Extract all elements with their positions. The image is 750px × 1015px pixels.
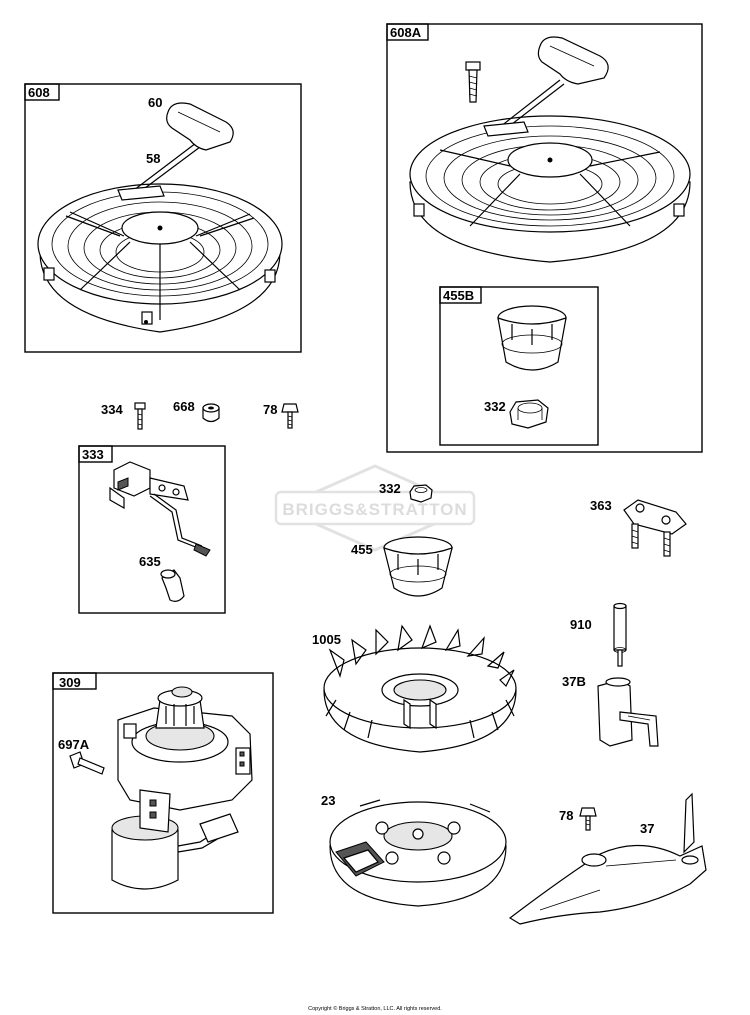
group-455B: 455B 332	[439, 286, 599, 446]
watermark-text: BRIGGS&STRATTON	[282, 500, 467, 519]
screw-78-lower	[579, 807, 597, 831]
air-vane-37	[508, 792, 707, 925]
part-label-455[interactable]: 455	[351, 542, 373, 557]
group-309-tag-box	[52, 672, 97, 690]
flywheel-23	[329, 799, 507, 907]
part-label-332-in-455B[interactable]: 332	[484, 399, 506, 414]
spacer-668	[202, 403, 220, 423]
group-309-tag: 309	[59, 675, 81, 690]
part-label-60[interactable]: 60	[148, 95, 162, 110]
part-label-78-upper[interactable]: 78	[263, 402, 277, 417]
part-label-334[interactable]: 334	[101, 402, 123, 417]
part-label-37B[interactable]: 37B	[562, 674, 586, 689]
group-608-tag-box	[24, 83, 60, 101]
part-label-363[interactable]: 363	[590, 498, 612, 513]
part-label-910[interactable]: 910	[570, 617, 592, 632]
bracket-37B	[597, 677, 659, 747]
part-label-697A[interactable]: 697A	[58, 737, 90, 752]
group-608: 608 60 58	[24, 83, 302, 353]
group-333-tag: 333	[82, 447, 104, 462]
rope-guide	[117, 185, 165, 201]
group-608A: 608A	[386, 23, 703, 453]
bracket-363	[623, 499, 687, 557]
screw-78-upper	[281, 403, 299, 429]
spark-plug-wire	[149, 495, 199, 549]
bolt-334	[134, 402, 146, 430]
nut-332	[409, 484, 433, 503]
part-label-78-lower[interactable]: 78	[559, 808, 573, 823]
group-333-tag-box	[78, 445, 113, 463]
group-333: 333 635	[78, 445, 226, 614]
starter-handle-608A	[537, 36, 609, 85]
group-608A-tag-box	[386, 23, 429, 41]
starter-cup	[497, 305, 567, 371]
part-label-23[interactable]: 23	[321, 793, 335, 808]
copyright-notice: Copyright © Briggs & Stratton, LLC. All …	[308, 1005, 442, 1012]
part-label-668[interactable]: 668	[173, 399, 195, 414]
part-label-635[interactable]: 635	[139, 554, 161, 569]
spark-plug-boot-635	[160, 569, 185, 602]
briggs-logo-watermark: BRIGGS&STRATTON	[274, 464, 476, 552]
group-608-frame	[24, 83, 302, 353]
spacer-910	[613, 602, 627, 667]
group-309-frame	[52, 672, 274, 914]
group-455B-tag-box	[439, 286, 482, 304]
group-455B-tag: 455B	[443, 288, 474, 303]
group-309: 309 697A	[52, 672, 274, 914]
rewind-starter-cover-608A	[409, 115, 691, 263]
screw	[465, 61, 481, 103]
hex-nut	[509, 399, 549, 429]
starter-rope	[133, 139, 201, 191]
group-608A-frame	[386, 23, 703, 453]
ignition-coil	[109, 461, 189, 510]
group-455B-frame	[439, 286, 599, 446]
group-333-frame	[78, 445, 226, 614]
group-608A-tag: 608A	[390, 25, 422, 40]
bolt-697A	[69, 751, 105, 775]
part-label-37[interactable]: 37	[640, 821, 654, 836]
starter-cup-455	[383, 536, 453, 597]
starter-handle	[166, 102, 234, 151]
group-608-tag: 608	[28, 85, 50, 100]
rewind-starter-cover	[37, 183, 283, 333]
flywheel-1005	[323, 624, 517, 753]
part-label-58[interactable]: 58	[146, 151, 160, 166]
part-label-332[interactable]: 332	[379, 481, 401, 496]
part-label-1005[interactable]: 1005	[312, 632, 341, 647]
starter-motor	[111, 686, 253, 890]
